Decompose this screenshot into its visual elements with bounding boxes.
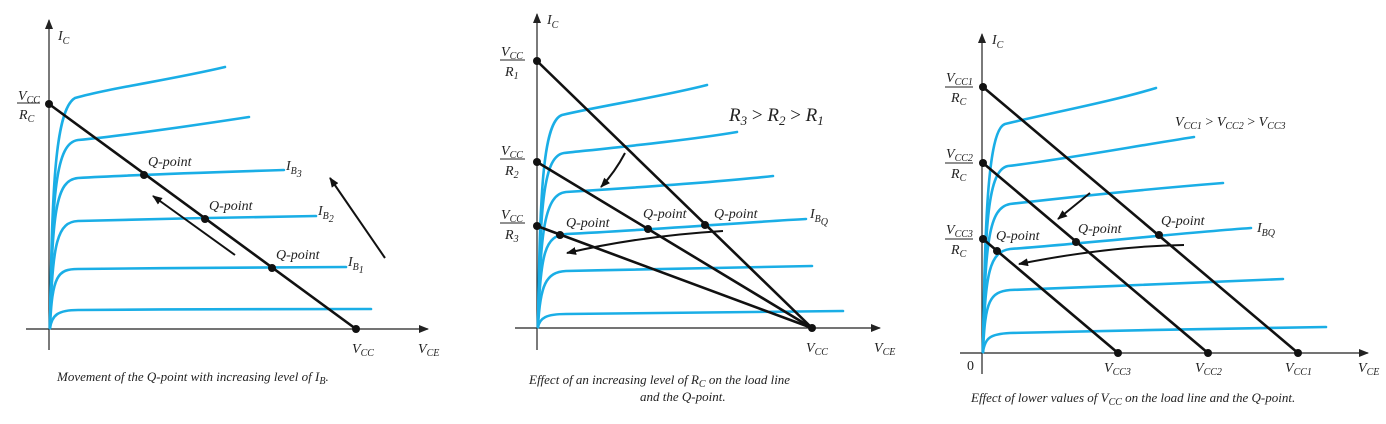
y-axis-label: IC — [991, 33, 1004, 51]
load-line-r3 — [536, 224, 813, 330]
q-point-marker — [1155, 231, 1163, 239]
load-line-vcc1 — [982, 86, 1299, 354]
q-point-marker — [201, 215, 209, 223]
y-intercept-r1-num: VCC — [501, 45, 523, 62]
direction-arrow — [152, 195, 236, 256]
characteristic-curves — [536, 83, 845, 329]
resistance-relation: R3 > R2 > R1 — [728, 105, 824, 128]
curve-label-ib2: IB2 — [317, 204, 334, 225]
x-intercept-vcc1: VCC1 — [1285, 361, 1312, 378]
y-intercept-point — [45, 100, 53, 108]
y-intercept-point — [979, 159, 987, 167]
curve-label-ibq: IBQ — [1256, 221, 1276, 239]
q-point-label: Q-point — [714, 207, 759, 222]
y-intercept-vcc3-num: VCC3 — [946, 223, 973, 240]
q-point-label: Q-point — [643, 207, 688, 222]
y-intercept-point — [533, 222, 541, 230]
caption-line-1: Effect of an increasing level of RC on t… — [528, 372, 790, 390]
caption: Effect of lower values of VCC on the loa… — [970, 390, 1295, 408]
y-intercept-r3-den: R3 — [504, 228, 519, 245]
y-intercept-r2-den: R2 — [504, 164, 519, 181]
caption: Movement of the Q-point with increasing … — [56, 369, 329, 387]
increase-arrow — [329, 177, 386, 259]
q-point-marker — [993, 247, 1001, 255]
x-axis-label: VCE — [874, 341, 895, 358]
origin-label: 0 — [967, 359, 974, 374]
y-axis-label: IC — [546, 13, 559, 31]
diagram-q-point-vs-vcc: IC VCC1 RC VCC2 RC VCC3 RC 0 VCC3 VCC2 V… — [945, 33, 1379, 408]
q-shift-arrow — [1018, 244, 1185, 267]
q-point-marker — [1072, 238, 1080, 246]
y-axis-label: IC — [57, 29, 70, 47]
vcc-relation: VCC1 > VCC2 > VCC3 — [1175, 115, 1286, 132]
y-intercept-r3-num: VCC — [501, 208, 523, 225]
y-intercept-vcc1-den: RC — [950, 91, 967, 108]
load-line-r1 — [536, 60, 813, 329]
load-line-vcc2 — [982, 162, 1209, 354]
caption-line-2: and the Q-point. — [640, 389, 726, 404]
shift-arrow — [1057, 192, 1091, 220]
diagram-q-point-vs-rc: IC VCC R1 VCC R2 VCC R3 VCC VCE R3 > R2 … — [500, 13, 895, 404]
q-point-label: Q-point — [276, 248, 321, 263]
q-point-marker — [644, 225, 652, 233]
y-intercept-vcc1-num: VCC1 — [946, 71, 973, 88]
q-point-label: Q-point — [1078, 222, 1123, 237]
curved-arrow — [600, 152, 626, 188]
load-line-r2 — [536, 160, 813, 330]
y-intercept-point — [533, 158, 541, 166]
x-intercept-point — [1114, 349, 1122, 357]
q-point-label: Q-point — [996, 229, 1041, 244]
q-point-label: Q-point — [566, 216, 611, 231]
y-intercept-vcc2-num: VCC2 — [946, 147, 973, 164]
q-point-marker — [701, 221, 709, 229]
x-axis-label: VCE — [418, 342, 439, 359]
x-intercept-point — [808, 324, 816, 332]
y-intercept-point — [533, 57, 541, 65]
characteristic-curves — [981, 86, 1328, 354]
q-point-marker — [556, 231, 564, 239]
y-intercept-vcc2-den: RC — [950, 167, 967, 184]
y-intercept-point — [979, 235, 987, 243]
x-intercept-point — [1204, 349, 1212, 357]
y-intercept-r2-num: VCC — [501, 144, 523, 161]
diagram-q-point-vs-ib: IC VCC RC VCC VCE Q-point Q-point Q-poin… — [17, 19, 439, 387]
x-intercept-label: VCC — [352, 342, 374, 359]
x-intercept-vcc2: VCC2 — [1195, 361, 1222, 378]
q-point-label: Q-point — [148, 155, 193, 170]
q-point-label: Q-point — [209, 199, 254, 214]
curve-label-ibq: IBQ — [809, 207, 829, 228]
y-intercept-num: VCC — [18, 89, 40, 106]
x-intercept-point — [352, 325, 360, 333]
y-intercept-point — [979, 83, 987, 91]
characteristic-curves — [48, 65, 373, 330]
x-intercept-label: VCC — [806, 341, 828, 358]
q-shift-arrow — [566, 230, 724, 255]
y-intercept-vcc3-den: RC — [950, 243, 967, 260]
q-point-label: Q-point — [1161, 214, 1206, 229]
x-intercept-vcc3: VCC3 — [1104, 361, 1131, 378]
x-intercept-point — [1294, 349, 1302, 357]
curve-label-ib1: IB1 — [347, 255, 364, 276]
y-intercept-den: RC — [18, 108, 35, 125]
y-intercept-r1-den: R1 — [504, 65, 519, 82]
load-line-vcc3 — [982, 238, 1119, 354]
q-point-marker — [268, 264, 276, 272]
q-point-marker — [140, 171, 148, 179]
curve-label-ib3: IB3 — [285, 159, 302, 180]
x-axis-label: VCE — [1358, 361, 1379, 378]
